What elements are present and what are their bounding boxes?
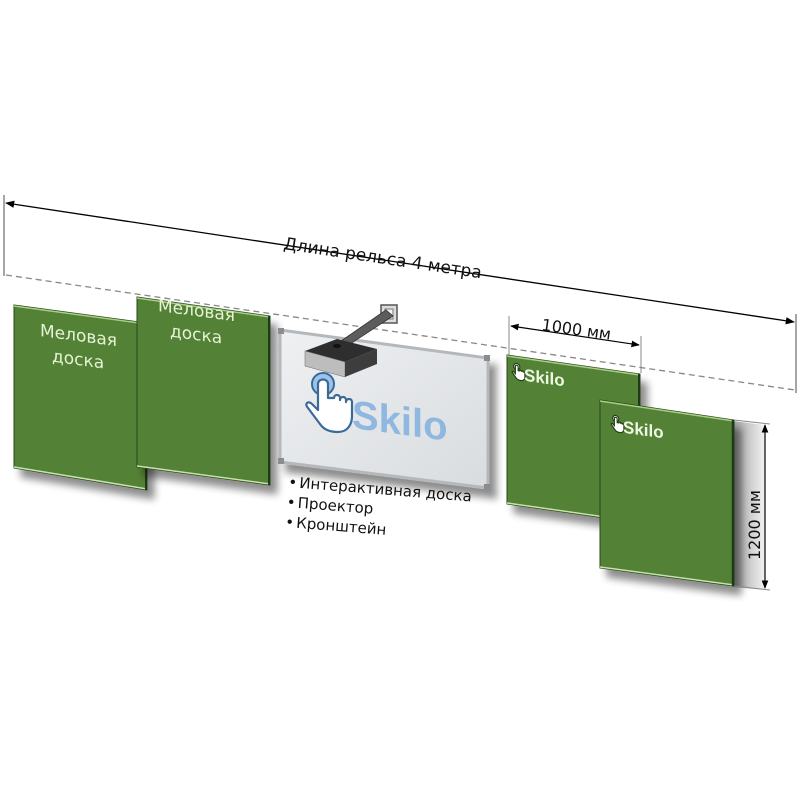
hand-pointer-icon	[511, 362, 526, 382]
branded-board-2	[599, 399, 735, 587]
chalkboard-panel-1	[13, 304, 148, 491]
list-item: •	[288, 473, 298, 492]
projector-bracket	[337, 304, 398, 349]
width-label: 1000 мм	[540, 315, 612, 344]
hand-pointer-icon	[610, 414, 625, 434]
height-dimension: 1200 мм	[733, 419, 771, 591]
hand-pointer-icon	[305, 372, 354, 434]
height-label: 1200 мм	[745, 490, 764, 560]
rail-length-label: Длина рельса 4 метра	[282, 234, 483, 283]
rail-length-arrow	[5, 200, 795, 325]
rail-line	[5, 274, 796, 391]
list-item-text: Кронштейн	[296, 514, 388, 539]
width-arrow	[510, 323, 640, 348]
list-item-text: Проектор	[297, 494, 374, 518]
board-side-shadow	[733, 421, 765, 590]
list-item: •	[286, 493, 296, 512]
projector	[304, 339, 377, 378]
chalkboard-panel-2	[136, 296, 271, 486]
list-item: •	[285, 513, 295, 532]
